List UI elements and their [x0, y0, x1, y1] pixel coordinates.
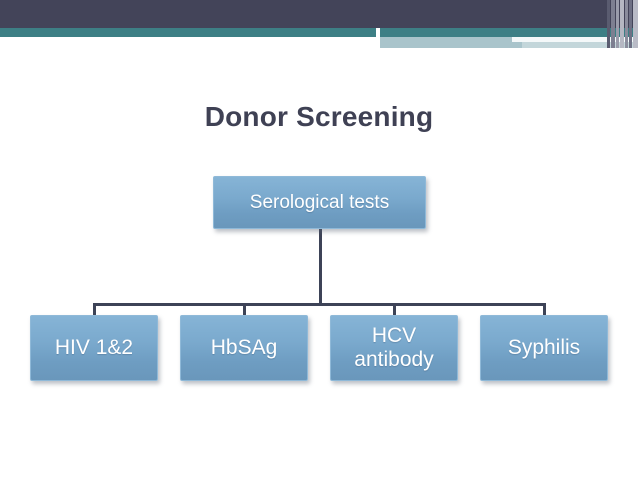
header-pale-band-a	[380, 37, 598, 42]
diagram-node-root[interactable]: Serological tests	[213, 176, 426, 229]
header-stripe-6	[633, 0, 638, 48]
diagram-node-hbsag[interactable]: HbSAg	[180, 315, 308, 381]
header-pale-band-b	[512, 37, 638, 42]
diagram-node-syphilis[interactable]: Syphilis	[480, 315, 608, 381]
node-label: Syphilis	[507, 336, 581, 360]
header-stripe-4	[625, 0, 628, 48]
header-pale-band-c	[380, 42, 522, 48]
connector-drop-0	[93, 303, 96, 315]
header-teal-band-right	[380, 28, 638, 37]
page-title: Donor Screening	[204, 101, 434, 132]
connector-drop-1	[243, 303, 246, 315]
header-stripe-3	[620, 0, 624, 48]
header-stripe-2	[616, 0, 619, 48]
header-pale-band-d	[522, 42, 638, 48]
node-label: Serological tests	[249, 191, 390, 213]
connector-drop-3	[543, 303, 546, 315]
header-stripe-5	[629, 0, 632, 48]
header-stripe-0	[607, 0, 610, 48]
header-teal-band-left	[0, 28, 376, 37]
connector-drop-2	[393, 303, 396, 315]
connector-horizontal-bus	[93, 303, 546, 306]
node-label: HIV 1&2	[54, 336, 134, 360]
header-stripe-1	[611, 0, 615, 48]
diagram-node-hiv-1-2[interactable]: HIV 1&2	[30, 315, 158, 381]
node-label: HbSAg	[210, 336, 278, 360]
connector-root-stem	[319, 229, 322, 306]
header-navy-band	[0, 0, 638, 28]
